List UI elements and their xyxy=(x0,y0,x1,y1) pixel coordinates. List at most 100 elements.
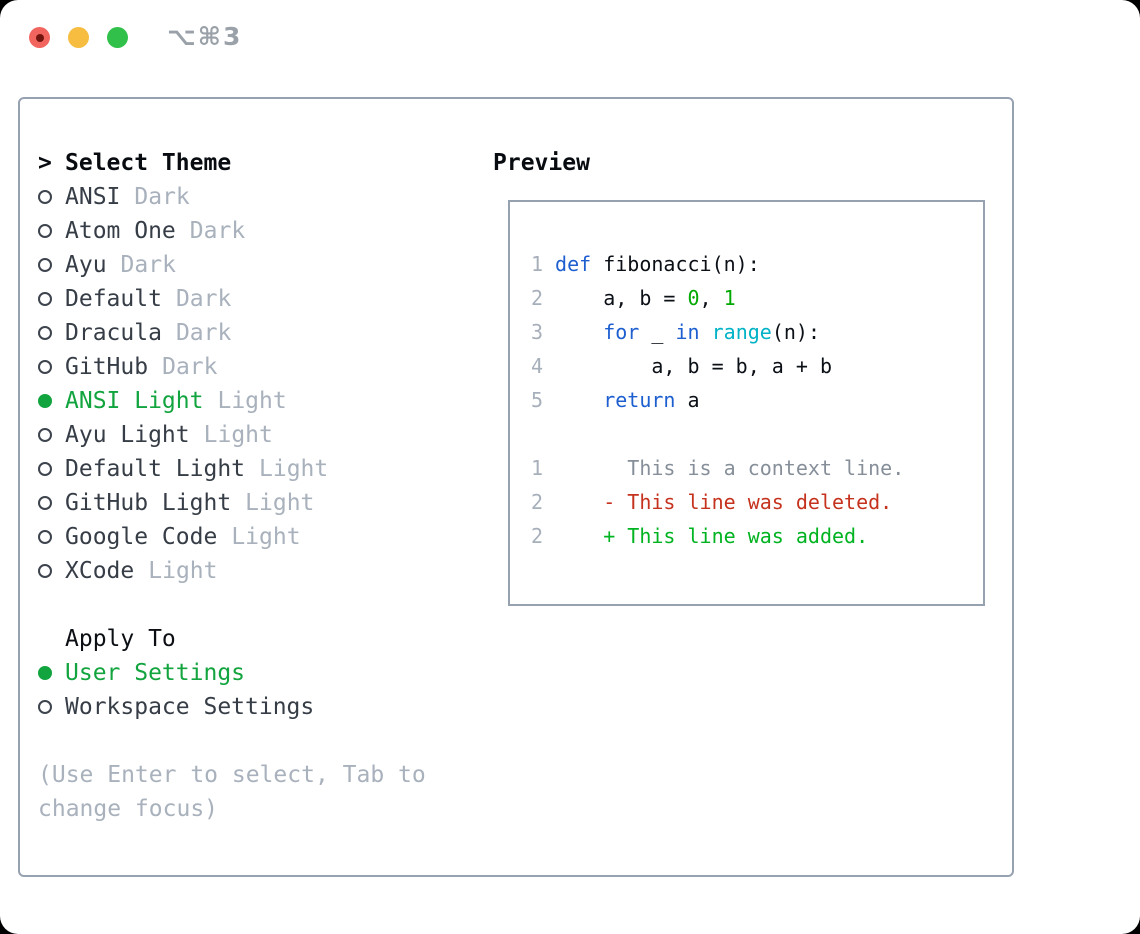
code-line: 2 + This line was added. xyxy=(531,519,983,553)
select-theme-header: > Select Theme xyxy=(38,146,426,180)
code-segment: - This line was deleted. xyxy=(555,490,893,514)
marker-cell xyxy=(38,360,65,374)
window-title: ⌥⌘3 xyxy=(167,22,243,51)
code-text: + This line was added. xyxy=(555,524,868,548)
code-segment: return xyxy=(603,388,676,412)
code-segment: , xyxy=(699,286,724,310)
radio-button-icon xyxy=(38,530,52,544)
theme-name: Ayu Light xyxy=(65,422,190,448)
line-number: 5 xyxy=(531,388,544,412)
marker-cell xyxy=(38,564,65,578)
marker-cell xyxy=(38,700,65,714)
marker-cell xyxy=(38,258,65,272)
radio-button-icon xyxy=(38,190,52,204)
marker-cell xyxy=(38,428,65,442)
line-number: 1 xyxy=(531,456,544,480)
radio-button-icon xyxy=(38,360,52,374)
theme-option[interactable]: Atom One Dark xyxy=(38,214,426,248)
theme-option[interactable]: ANSI Light Light xyxy=(38,384,426,418)
help-text: (Use Enter to select, Tab to change focu… xyxy=(38,758,426,826)
radio-button-icon xyxy=(38,292,52,306)
theme-option[interactable]: XCode Light xyxy=(38,554,426,588)
theme-option[interactable]: GitHub Light Light xyxy=(38,486,426,520)
theme-name: Dracula xyxy=(65,320,162,346)
zoom-button[interactable] xyxy=(107,27,128,48)
code-segment: for xyxy=(603,320,640,344)
theme-variant-badge: Light xyxy=(148,558,218,584)
marker-cell xyxy=(38,326,65,340)
theme-variant-badge: Dark xyxy=(175,286,232,312)
code-segment: _ xyxy=(639,320,676,344)
radio-button-icon xyxy=(38,564,52,578)
code-text: - This line was deleted. xyxy=(555,490,892,514)
radio-button-icon xyxy=(38,428,52,442)
marker-cell xyxy=(38,224,65,238)
code-text: a, b = 0, 1 xyxy=(555,286,736,310)
theme-name: Default Light xyxy=(65,456,246,482)
code-line: 1 This is a context line. xyxy=(531,451,983,485)
theme-variant-badge: Light xyxy=(203,422,273,448)
theme-option[interactable]: Ayu Dark xyxy=(38,248,426,282)
line-number: 4 xyxy=(531,354,544,378)
preview-title: Preview xyxy=(493,150,590,176)
line-number: 2 xyxy=(531,490,544,514)
theme-option[interactable]: Default Light Light xyxy=(38,452,426,486)
help-line: change focus) xyxy=(38,796,219,822)
radio-button-icon xyxy=(38,496,52,510)
code-line: 2 a, b = 0, 1 xyxy=(531,281,983,315)
minimize-button[interactable] xyxy=(68,27,89,48)
theme-option[interactable]: GitHub Dark xyxy=(38,350,426,384)
theme-option[interactable]: Google Code Light xyxy=(38,520,426,554)
theme-variant-badge: Light xyxy=(231,524,301,550)
code-segment xyxy=(555,388,603,412)
code-segment: 1 xyxy=(723,286,736,310)
theme-name: Google Code xyxy=(65,524,218,550)
code-segment: in xyxy=(675,320,700,344)
theme-picker-panel: > Select Theme ANSI Dark Atom One xyxy=(18,97,1014,877)
code-segment: (n): xyxy=(771,320,820,344)
theme-name: ANSI Light xyxy=(65,388,204,414)
marker-cell xyxy=(38,666,65,680)
theme-variant-badge: Dark xyxy=(162,354,218,380)
code-text: return a xyxy=(555,388,699,412)
code-segment: a, b = xyxy=(555,286,688,310)
close-button[interactable] xyxy=(29,27,50,48)
apply-to-title: Apply To xyxy=(65,626,176,652)
code-line: 5 return a xyxy=(531,383,983,417)
theme-variant-badge: Light xyxy=(217,388,287,414)
theme-variant-badge: Light xyxy=(245,490,315,516)
theme-name: Atom One xyxy=(65,218,176,244)
radio-button-icon xyxy=(38,258,52,272)
theme-variant-badge: Dark xyxy=(175,320,232,346)
focus-caret-icon: > xyxy=(38,150,52,176)
apply-to-option[interactable]: User Settings xyxy=(38,656,426,690)
theme-option[interactable]: Default Dark xyxy=(38,282,426,316)
theme-name: Ayu xyxy=(65,252,107,278)
select-theme-title: Select Theme xyxy=(65,150,232,176)
theme-list-column: > Select Theme ANSI Dark Atom One xyxy=(38,146,426,826)
code-segment: 0 xyxy=(687,286,700,310)
traffic-lights xyxy=(29,27,128,48)
code-segment: a, b = b, a + b xyxy=(555,354,832,378)
theme-option[interactable]: Dracula Dark xyxy=(38,316,426,350)
code-segment: def xyxy=(555,252,592,276)
theme-option[interactable]: Ayu Light Light xyxy=(38,418,426,452)
radio-button-icon xyxy=(38,462,52,476)
code-segment xyxy=(555,320,603,344)
theme-name: XCode xyxy=(65,558,135,584)
theme-name: GitHub xyxy=(65,354,149,380)
marker-cell xyxy=(38,530,65,544)
line-number: 2 xyxy=(531,286,544,310)
unsaved-changes-dot-icon xyxy=(35,33,44,42)
radio-button-icon xyxy=(38,394,52,408)
marker-cell xyxy=(38,292,65,306)
theme-option[interactable]: ANSI Dark xyxy=(38,180,426,214)
preview-header: Preview xyxy=(493,146,985,180)
apply-to-option[interactable]: Workspace Settings xyxy=(38,690,426,724)
marker-cell xyxy=(38,462,65,476)
theme-name: GitHub Light xyxy=(65,490,232,516)
